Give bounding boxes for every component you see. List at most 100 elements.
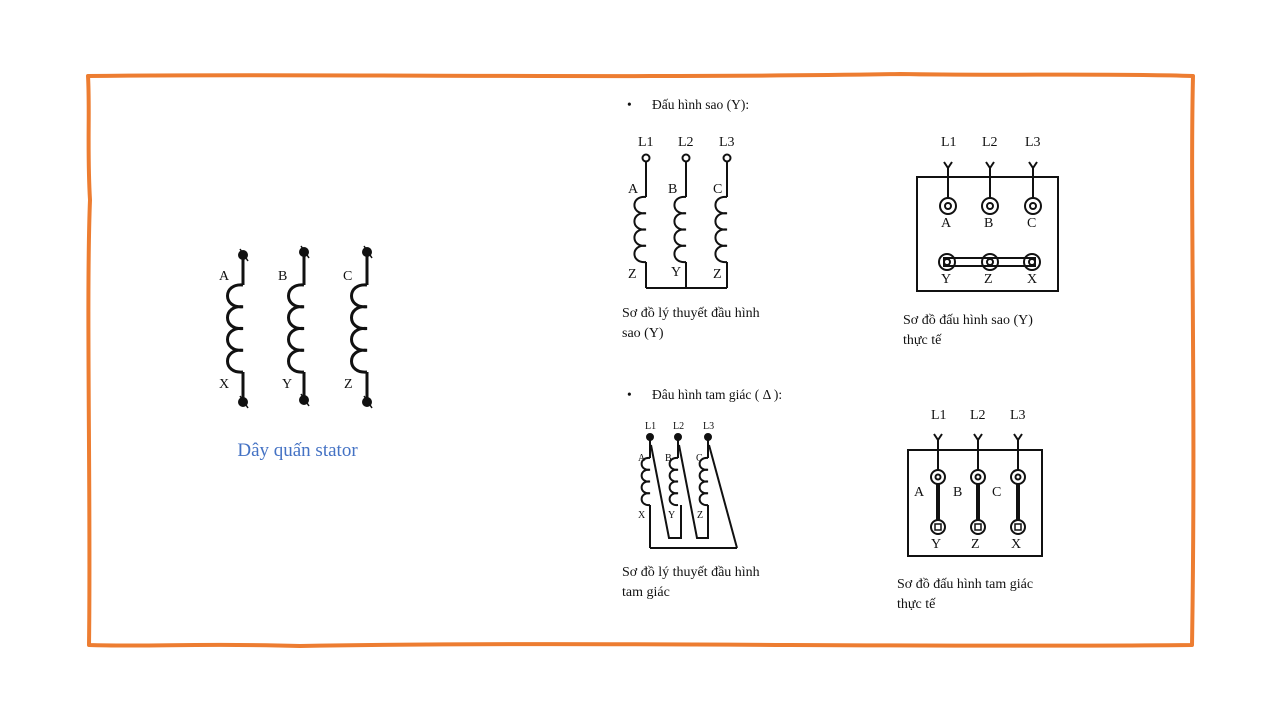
- terminal-dot-icon: [646, 433, 654, 441]
- caption-line: thực tế: [897, 597, 936, 612]
- bullet-icon: •: [627, 97, 632, 112]
- caption-line: Sơ đồ lý thuyết đầu hình: [622, 306, 760, 321]
- stator-label-a: A: [219, 269, 230, 284]
- terminal-icon: [934, 523, 942, 531]
- winding-label: C: [696, 453, 703, 464]
- star-theory-caption: Sơ đồ lý thuyết đầu hình sao (Y): [622, 304, 792, 344]
- caption-line: Sơ đồ đấu hình tam giác: [897, 577, 1034, 592]
- wire: [973, 433, 983, 442]
- star-theory-diagram: L1 L2 L3 A B C Z Y Z: [628, 135, 735, 282]
- line-label: L3: [1025, 135, 1041, 150]
- wire: [239, 395, 249, 409]
- terminal-label: Y: [941, 272, 951, 287]
- winding-label: B: [668, 182, 677, 197]
- stator-label-y: Y: [282, 377, 292, 392]
- terminal-label: B: [953, 485, 962, 500]
- terminal-label: Z: [971, 537, 980, 552]
- terminal-label: X: [1011, 537, 1021, 552]
- wire: [363, 245, 373, 259]
- stator-label-z: Z: [344, 377, 353, 392]
- delta-actual-diagram: L1 L2 L3 A B C Y Z X: [914, 408, 1026, 552]
- stator-diagram: A B C X Y Z: [219, 269, 353, 392]
- terminal-label: C: [1027, 216, 1036, 231]
- line-label-l1: L1: [638, 135, 654, 150]
- terminal-icon: [934, 473, 942, 481]
- wire: [708, 444, 738, 549]
- caption-line: sao (Y): [622, 326, 664, 341]
- winding-label: A: [638, 453, 646, 464]
- wire: [678, 444, 709, 539]
- delta-heading: • Đâu hình tam giác ( Δ ):: [627, 387, 782, 403]
- wire: [1013, 433, 1023, 442]
- caption-line: tam giác: [622, 585, 670, 600]
- wire: [300, 245, 310, 259]
- terminal-box: [916, 176, 1059, 292]
- line-label-l2: L2: [678, 135, 694, 150]
- star-actual-diagram: L1 L2 L3 A B C Y Z X: [941, 135, 1041, 287]
- star-heading-text: Đấu hình sao (Y):: [652, 97, 750, 112]
- bullet-icon: •: [627, 387, 632, 402]
- stator-label-x: X: [219, 377, 229, 392]
- terminal-icon: [1029, 202, 1037, 210]
- caption-line: thực tế: [903, 333, 942, 348]
- terminal-box: [907, 449, 1043, 557]
- winding-label: Z: [713, 267, 722, 282]
- terminal-icon: [974, 473, 982, 481]
- wire: [943, 161, 953, 170]
- terminal-label: C: [992, 485, 1001, 500]
- winding-label: C: [713, 182, 722, 197]
- coil-icon: [673, 195, 687, 264]
- terminal-icon: [641, 153, 651, 163]
- wire: [985, 161, 995, 170]
- winding-label: Z: [697, 510, 703, 521]
- line-label: L3: [1010, 408, 1026, 423]
- stator-label-c: C: [343, 269, 352, 284]
- line-label: L1: [931, 408, 947, 423]
- coil-icon: [640, 456, 651, 507]
- stator-caption: Dây quấn stator: [237, 440, 358, 461]
- terminal-icon: [986, 258, 994, 266]
- wire: [1028, 161, 1038, 170]
- terminal-icon: [1014, 523, 1022, 531]
- wire: [239, 248, 249, 262]
- terminal-label: Y: [931, 537, 941, 552]
- coil-icon: [698, 456, 709, 507]
- line-label: L2: [970, 408, 986, 423]
- winding-label: X: [638, 510, 646, 521]
- terminal-icon: [974, 523, 982, 531]
- winding-label: A: [628, 182, 639, 197]
- caption-line: Sơ đồ đấu hình sao (Y): [903, 313, 1033, 328]
- winding-label: Y: [668, 510, 675, 521]
- terminal-label: X: [1027, 272, 1037, 287]
- line-label: L1: [941, 135, 957, 150]
- winding-label: Z: [628, 267, 637, 282]
- coil-icon: [226, 283, 244, 374]
- line-label-l3: L3: [719, 135, 735, 150]
- terminal-icon: [986, 202, 994, 210]
- star-heading: • Đấu hình sao (Y):: [627, 97, 750, 113]
- terminal-icon: [1028, 258, 1036, 266]
- coil-icon: [287, 283, 305, 374]
- terminal-label: A: [941, 216, 952, 231]
- star-actual-caption: Sơ đồ đấu hình sao (Y) thực tế: [903, 311, 1073, 351]
- wire: [363, 395, 373, 409]
- coil-icon: [633, 195, 647, 264]
- terminal-label: B: [984, 216, 993, 231]
- coil-icon: [668, 456, 679, 507]
- terminal-icon: [1014, 473, 1022, 481]
- terminal-label: Z: [984, 272, 993, 287]
- wire: [300, 393, 310, 407]
- terminal-label: A: [914, 485, 925, 500]
- coil-icon: [350, 283, 368, 374]
- delta-actual-caption: Sơ đồ đấu hình tam giác thực tế: [897, 575, 1067, 615]
- terminal-icon: [681, 153, 691, 163]
- line-label: L3: [703, 421, 714, 432]
- delta-theory-caption: Sơ đồ lý thuyết đầu hình tam giác: [622, 563, 792, 603]
- line-label: L1: [645, 421, 656, 432]
- wire: [933, 433, 943, 442]
- line-label: L2: [982, 135, 998, 150]
- coil-icon: [714, 195, 728, 264]
- line-label: L2: [673, 421, 684, 432]
- wire: [650, 444, 682, 539]
